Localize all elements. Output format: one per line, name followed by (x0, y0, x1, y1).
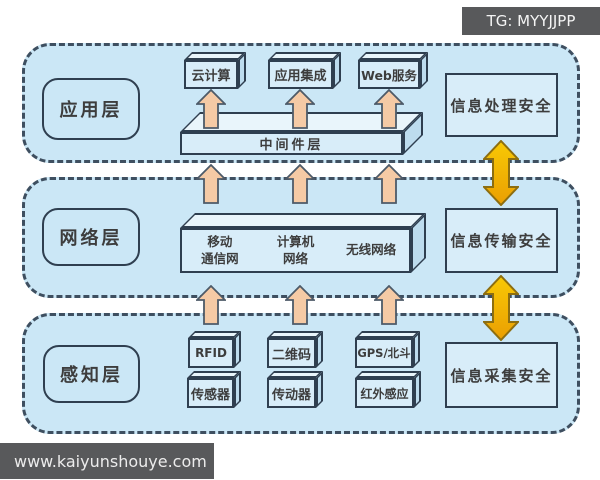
wireless-network-label: 无线网络 (346, 242, 397, 258)
up-arrow-icon (285, 89, 315, 129)
rfid-box: RFID (188, 338, 234, 368)
mobile-network-label: 移动 通信网 (201, 234, 239, 266)
up-arrow-icon (374, 164, 404, 204)
network-slab: 移动 通信网 计算机 网络 无线网络 (180, 228, 411, 273)
up-arrow-icon (196, 89, 226, 129)
sensor-box: 传感器 (187, 378, 234, 408)
double-arrow-icon (483, 140, 519, 206)
gps-beidou-box: GPS/北斗 (355, 338, 413, 368)
network-layer-label: 网络层 (42, 208, 140, 266)
up-arrow-icon (285, 164, 315, 204)
up-arrow-icon (196, 285, 226, 325)
info-processing-security-box: 信息处理安全 (445, 73, 558, 137)
double-arrow-icon (483, 275, 519, 341)
tg-watermark-badge: TG: MYYJJPP (462, 7, 600, 35)
up-arrow-icon (285, 285, 315, 325)
application-integration-box: 应用集成 (268, 60, 333, 89)
infrared-sensing-box: 红外感应 (355, 378, 414, 408)
qr-code-box: 二维码 (267, 338, 316, 368)
info-transmission-security-box: 信息传输安全 (445, 208, 558, 273)
up-arrow-icon (374, 285, 404, 325)
application-layer-label: 应用层 (42, 78, 140, 140)
up-arrow-icon (196, 164, 226, 204)
computer-network-label: 计算机 网络 (276, 234, 315, 266)
network-slab-items: 移动 通信网 计算机 网络 无线网络 (182, 230, 409, 271)
cloud-computing-box: 云计算 (184, 60, 238, 89)
actuator-box: 传动器 (267, 378, 316, 408)
site-watermark-bar: www.kaiyunshouye.com (0, 443, 214, 479)
web-service-box: Web服务 (358, 60, 420, 89)
middleware-layer-slab: 中间件层 (180, 132, 403, 155)
info-collection-security-box: 信息采集安全 (445, 342, 558, 408)
up-arrow-icon (374, 89, 404, 129)
perception-layer-label: 感知层 (43, 345, 140, 403)
